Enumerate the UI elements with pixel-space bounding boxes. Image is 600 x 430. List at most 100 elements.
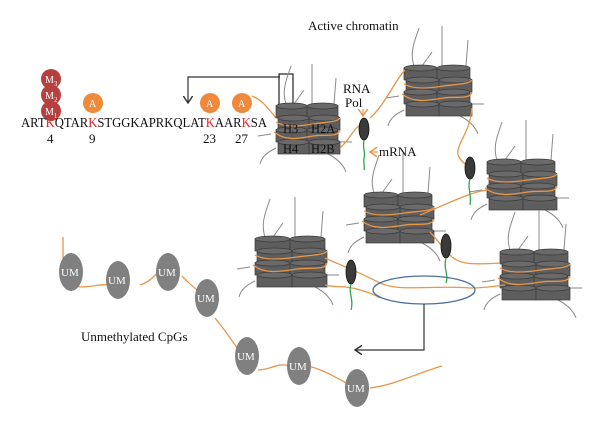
svg-text:A: A <box>238 99 246 110</box>
histone-tail <box>236 266 251 270</box>
um-node: UM <box>59 253 83 291</box>
histone-tail <box>320 210 324 238</box>
tail-callout-arrow <box>188 76 280 103</box>
um-node-shape <box>287 347 311 385</box>
histone-disk-top <box>499 248 535 256</box>
dna-wrap <box>363 206 435 216</box>
histone-tail <box>259 147 277 165</box>
histone-disk-top <box>501 260 537 268</box>
dna-linker <box>419 189 488 216</box>
histone-disk-top <box>486 158 522 166</box>
nucleosome <box>385 26 484 135</box>
um-node: UM <box>156 253 180 291</box>
histone-disk-top <box>289 235 326 243</box>
cpg-callout-arrow <box>355 304 425 350</box>
methyl-badge-m1: M1 <box>41 101 61 121</box>
um-node-label: UM <box>158 267 176 279</box>
histone-tail <box>411 27 420 67</box>
histone-disk-top <box>254 235 291 243</box>
histone-tail <box>345 222 360 226</box>
rna-pol-label-line1: RNA <box>343 81 371 96</box>
dna-wrap <box>254 250 328 260</box>
um-node-shape <box>106 261 130 299</box>
rna-polymerase <box>464 156 476 180</box>
histone-tail <box>347 236 365 254</box>
histone-disk-top <box>277 114 310 122</box>
dna-linker <box>369 69 406 119</box>
histone-h4-label: H4 <box>283 142 299 156</box>
dna-wrap <box>497 275 571 286</box>
histone-tail <box>421 51 433 67</box>
mrna-strand <box>444 257 448 284</box>
um-node-shape <box>156 253 180 291</box>
dna-linker <box>324 284 381 299</box>
histone-tail-sequence: ARTKQTARKSTGGKAPRKQLATKAARKSA <box>21 116 268 131</box>
histone-tail <box>333 77 337 105</box>
histone-tail <box>257 133 272 137</box>
histone-tail <box>314 286 334 306</box>
acetyl-badge-k23: A <box>200 93 220 113</box>
histone-tail <box>494 121 503 161</box>
histone-disk-top <box>533 248 569 256</box>
histone-disk-top <box>488 170 524 178</box>
histone-tail <box>272 222 284 238</box>
histone-disk-top <box>365 227 401 235</box>
rna-polymerase <box>440 233 452 259</box>
um-node-label: UM <box>108 275 126 287</box>
histone-disk-top <box>405 100 440 108</box>
histone-tail <box>544 209 564 229</box>
um-node: UM <box>195 279 219 317</box>
histone-disk-top <box>403 64 438 72</box>
histone-disk-top <box>365 203 401 211</box>
dna-strand <box>251 95 277 119</box>
dna-wrap <box>486 173 558 183</box>
histone-disk-top <box>488 194 524 202</box>
histone-disk-top <box>438 100 473 108</box>
histone-h2b-label: H2B <box>311 142 335 156</box>
histone-tail <box>262 198 271 238</box>
tail-callout-box <box>278 73 294 107</box>
um-node: UM <box>106 261 130 299</box>
dna-wrap <box>252 262 328 273</box>
histone-disk-top <box>501 284 537 292</box>
mrna-strand <box>362 139 366 171</box>
position-27: 27 <box>235 131 249 146</box>
dna-wrap <box>275 117 341 127</box>
histone-disk-top <box>522 194 558 202</box>
histone-disk-top <box>499 272 535 280</box>
histone-h2a-label: H2A <box>311 122 335 136</box>
histone-disk-top <box>363 191 399 199</box>
histone-tail <box>507 211 516 251</box>
histone-disk-top <box>306 126 339 134</box>
svg-text:A: A <box>89 99 97 110</box>
histone-disk-top <box>533 272 569 280</box>
unmethylated-cpgs-label: Unmethylated CpGs <box>81 329 188 344</box>
um-node: UM <box>287 347 311 385</box>
histone-tail <box>483 293 501 311</box>
histone-disk-top <box>275 102 308 110</box>
histone-tail <box>557 299 577 319</box>
um-node-label: UM <box>197 293 215 305</box>
histone-tail <box>293 89 305 105</box>
histone-tail <box>459 115 479 135</box>
histone-disk-top <box>256 247 293 255</box>
histone-disk-top <box>535 284 571 292</box>
histone-tail <box>327 153 347 173</box>
histone-disk-top <box>256 271 293 279</box>
um-node-shape <box>195 279 219 317</box>
histone-tail <box>283 65 292 105</box>
position-23: 23 <box>203 131 216 146</box>
histone-disk-top <box>436 88 471 96</box>
methyl-badge-m2: M2 <box>41 85 61 105</box>
histone-tail <box>385 95 400 99</box>
histone-disk-top <box>520 158 556 166</box>
svg-text:M3: M3 <box>45 75 58 88</box>
nucleosome-layer <box>236 26 582 319</box>
histone-disk-top <box>254 259 291 267</box>
dna-wrap <box>401 91 473 102</box>
dna-wrap <box>361 218 435 229</box>
um-node-shape <box>235 337 259 375</box>
histone-tail <box>470 203 488 221</box>
